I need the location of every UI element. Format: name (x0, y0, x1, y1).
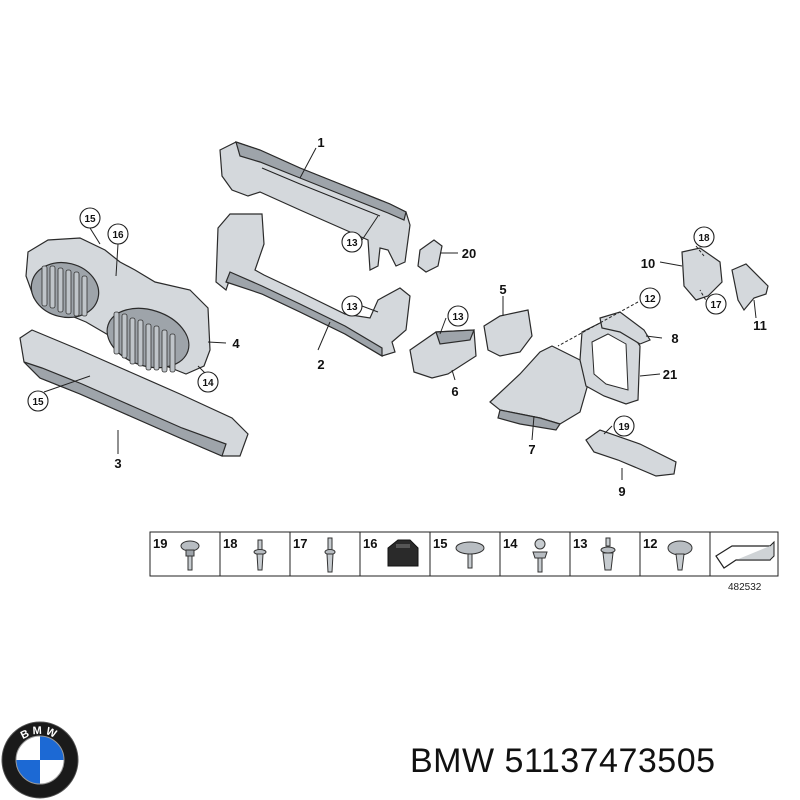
legend-cell-19: 19 (153, 536, 200, 571)
circled-callout-15-top: 15 (79, 207, 101, 229)
circled-callout-13-middle: 13 (341, 295, 363, 317)
wide-head-clip-icon (667, 540, 693, 571)
fastener-legend: 19 18 17 16 (149, 531, 779, 577)
part-11-side-guide (731, 263, 769, 312)
diagram-reference-number: 482532 (728, 582, 762, 593)
svg-text:13: 13 (573, 536, 587, 551)
circled-callout-16: 16 (107, 223, 129, 245)
part-1-upper-carrier (219, 141, 411, 271)
expanding-rivet-icon (600, 537, 616, 571)
grille-slats-left (41, 265, 88, 317)
circled-callout-19: 19 (613, 415, 635, 437)
legend-cell-13: 13 (573, 536, 616, 571)
svg-text:13: 13 (452, 312, 464, 323)
part-7-air-duct (489, 345, 589, 431)
svg-text:14: 14 (202, 378, 214, 389)
ball-stud-icon (532, 538, 548, 573)
part-10-side-guide (681, 247, 723, 301)
svg-text:17: 17 (710, 300, 722, 311)
collar-screw-icon (180, 540, 200, 571)
legend-cell-12: 12 (643, 536, 693, 571)
circled-callout-13-upper: 13 (341, 231, 363, 253)
legend-cell-15: 15 (433, 536, 485, 569)
bmw-roundel-icon: BMW (1, 721, 79, 799)
rubber-buffer-icon (387, 539, 419, 567)
callout-7: 7 (528, 442, 535, 457)
svg-text:14: 14 (503, 536, 518, 551)
flat-head-screw-icon (455, 541, 485, 569)
part-2-support-frame (215, 213, 411, 358)
callout-10: 10 (641, 256, 655, 271)
svg-text:18: 18 (223, 536, 237, 551)
svg-text:17: 17 (293, 536, 307, 551)
part-4-kidney-grille (25, 237, 211, 375)
svg-text:15: 15 (433, 536, 447, 551)
circled-callout-12: 12 (639, 287, 661, 309)
part-21-frame (579, 319, 641, 405)
callout-5: 5 (499, 282, 506, 297)
svg-text:16: 16 (363, 536, 377, 551)
direction-arrow-icon (715, 540, 775, 569)
svg-text:13: 13 (346, 238, 358, 249)
callout-8: 8 (671, 331, 678, 346)
circled-callout-18: 18 (693, 226, 715, 248)
legend-cell-18: 18 (223, 536, 267, 571)
callout-20: 20 (462, 246, 476, 261)
legend-cell-14: 14 (503, 536, 548, 573)
svg-text:19: 19 (618, 422, 630, 433)
circled-callout-15-bottom: 15 (27, 390, 49, 412)
callout-3: 3 (114, 456, 121, 471)
callout-2: 2 (317, 357, 324, 372)
callout-9: 9 (618, 484, 625, 499)
callout-11: 11 (753, 318, 767, 333)
part-5-air-guide (483, 309, 533, 357)
rivet-pin-icon (253, 539, 267, 571)
svg-text:BMW: BMW (19, 725, 61, 742)
part-6-air-guide (409, 329, 477, 379)
long-pin-icon (324, 537, 336, 573)
callout-21: 21 (663, 367, 677, 382)
callout-6: 6 (451, 384, 458, 399)
svg-text:19: 19 (153, 536, 167, 551)
circled-callout-13-right: 13 (447, 305, 469, 327)
svg-text:12: 12 (643, 536, 657, 551)
svg-text:15: 15 (84, 214, 96, 225)
legend-cell-16: 16 (363, 536, 419, 567)
svg-text:13: 13 (346, 302, 358, 313)
callout-4: 4 (232, 336, 240, 351)
circled-callout-17: 17 (705, 293, 727, 315)
svg-text:12: 12 (644, 294, 656, 305)
callout-1: 1 (317, 135, 324, 150)
part-number-caption: BMW 51137473505 (410, 742, 716, 780)
svg-text:18: 18 (698, 233, 710, 244)
svg-text:15: 15 (32, 397, 44, 408)
svg-text:16: 16 (112, 230, 124, 241)
legend-cell-17: 17 (293, 536, 336, 573)
part-9-lower-bracket (585, 429, 677, 477)
part-8-bracket (599, 311, 651, 345)
grille-slats-right (113, 311, 176, 373)
circled-callout-14: 14 (197, 371, 219, 393)
part-20-bracket (417, 239, 443, 273)
